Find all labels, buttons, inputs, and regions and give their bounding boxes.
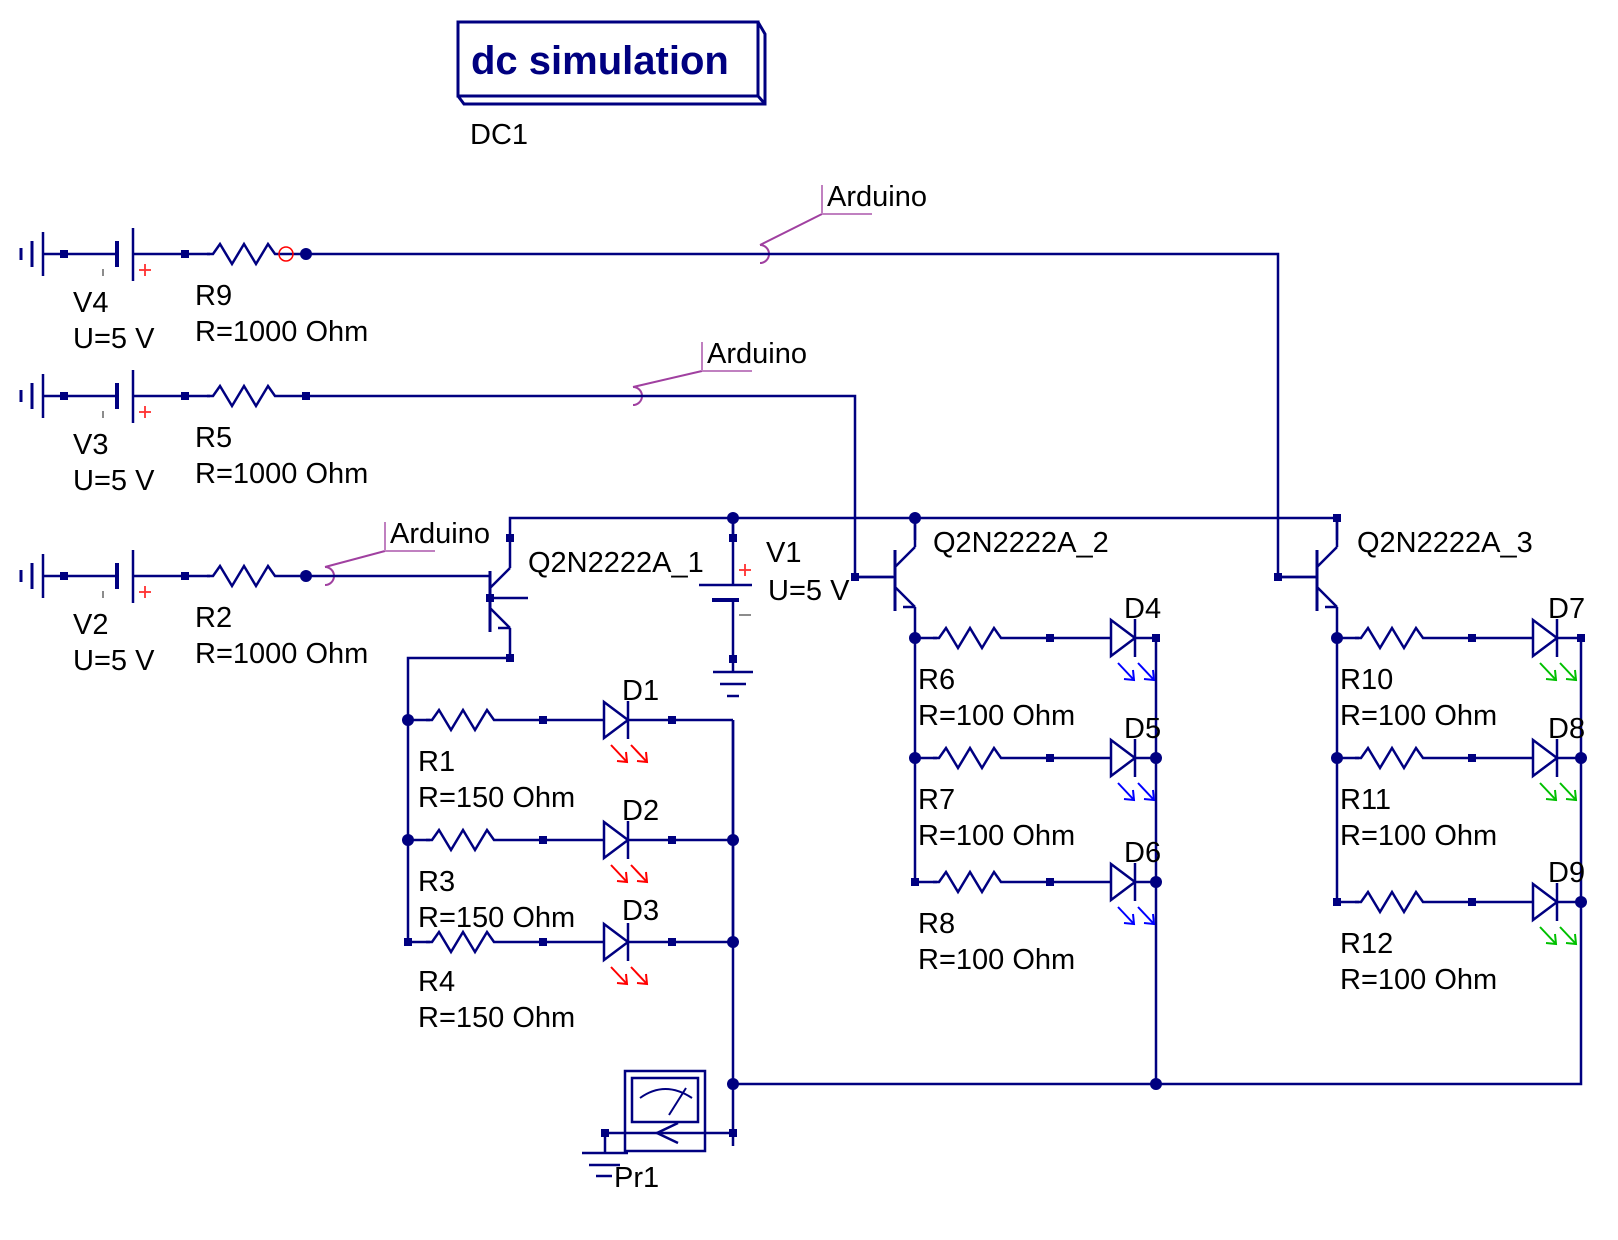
- wire-arduino-1: [306, 252, 1280, 577]
- transistor-name: Q2N2222A_1: [528, 547, 704, 579]
- resistor-name: R3: [418, 866, 455, 898]
- source-v1[interactable]: V1 U=5 V: [699, 518, 850, 698]
- supply-rail: [508, 516, 1337, 539]
- led-branch[interactable]: R1R=150 Ohm D1: [402, 675, 733, 814]
- led-icon: [602, 921, 649, 986]
- led-icon: [1531, 881, 1578, 946]
- source-value: U=5 V: [73, 465, 155, 497]
- v1-value: U=5 V: [768, 575, 850, 607]
- transistor-name: Q2N2222A_3: [1357, 527, 1533, 559]
- diode-name: D3: [622, 895, 659, 927]
- net-label-text: Arduino: [707, 338, 807, 370]
- source-name: V2: [73, 609, 108, 641]
- resistor-name: R9: [195, 280, 232, 312]
- dc-simulation-label: dc simulation: [471, 39, 729, 83]
- transistor-q2[interactable]: Q2N2222A_2: [851, 518, 1109, 618]
- resistor-name: R10: [1340, 664, 1393, 696]
- resistor-name: R2: [195, 602, 232, 634]
- led-icon: [602, 699, 649, 764]
- resistor-name: R11: [1340, 784, 1391, 816]
- source-row-v2[interactable]: V2U=5 V R2R=1000 Ohm: [19, 550, 368, 677]
- resistor-value: R=100 Ohm: [918, 944, 1075, 976]
- source-value: U=5 V: [73, 323, 155, 355]
- source-value: U=5 V: [73, 645, 155, 677]
- led-branch[interactable]: R6R=100 Ohm D4: [909, 593, 1161, 732]
- led-icon: [602, 819, 649, 884]
- resistor-name: R12: [1340, 928, 1393, 960]
- net-label-text: Arduino: [390, 518, 490, 550]
- net-label-text: Arduino: [827, 181, 927, 213]
- resistor-value: R=100 Ohm: [1340, 964, 1497, 996]
- resistor-value: R=100 Ohm: [918, 820, 1075, 852]
- diode-name: D1: [622, 675, 659, 707]
- led-branch[interactable]: R7R=100 Ohm D5: [909, 713, 1162, 852]
- resistor-name: R6: [918, 664, 955, 696]
- diode-name: D9: [1548, 857, 1585, 889]
- resistor-value: R=1000 Ohm: [195, 316, 368, 348]
- resistor-name: R7: [918, 784, 955, 816]
- diode-name: D6: [1124, 837, 1161, 869]
- diode-name: D7: [1548, 593, 1585, 625]
- led-branch[interactable]: R3R=150 Ohm D2: [402, 795, 739, 934]
- resistor-value: R=150 Ohm: [418, 902, 575, 934]
- wire-arduino-3: [306, 574, 528, 600]
- ground-icon: [19, 554, 45, 598]
- led-icon: [1109, 737, 1156, 802]
- led-icon: [1109, 861, 1156, 926]
- transistor-q1[interactable]: Q2N2222A_1: [486, 539, 704, 662]
- net-label-arduino[interactable]: Arduino: [759, 181, 927, 264]
- dc-simulation-block[interactable]: dc simulation DC1: [456, 20, 767, 151]
- source-row-v4[interactable]: V4U=5 V R9R=1000 Ohm: [19, 228, 368, 355]
- resistor-value: R=100 Ohm: [1340, 700, 1497, 732]
- v1-name: V1: [766, 537, 801, 569]
- diode-name: D4: [1124, 593, 1161, 625]
- resistor-name: R4: [418, 966, 455, 998]
- diode-name: D2: [622, 795, 659, 827]
- led-icon: [1531, 737, 1578, 802]
- led-branch[interactable]: R8R=100 Ohm D6: [911, 837, 1162, 976]
- resistor-value: R=1000 Ohm: [195, 638, 368, 670]
- net-label-arduino[interactable]: Arduino: [324, 518, 490, 586]
- ground-icon: [19, 232, 45, 276]
- diode-name: D5: [1124, 713, 1161, 745]
- source-row-v3[interactable]: V3U=5 V R5R=1000 Ohm: [19, 370, 368, 497]
- probe-name: Pr1: [614, 1162, 659, 1194]
- probe-pr1[interactable]: Pr1: [582, 1069, 737, 1194]
- resistor-value: R=150 Ohm: [418, 782, 575, 814]
- source-name: V4: [73, 287, 108, 319]
- transistor-name: Q2N2222A_2: [933, 527, 1109, 559]
- led-icon: [1531, 617, 1578, 682]
- ground-icon: [19, 374, 45, 418]
- wire-arduino-2: [306, 394, 857, 577]
- source-name: V3: [73, 429, 108, 461]
- resistor-name: R1: [418, 746, 455, 778]
- resistor-value: R=100 Ohm: [1340, 820, 1497, 852]
- led-icon: [1109, 617, 1156, 682]
- resistor-value: R=150 Ohm: [418, 1002, 575, 1034]
- resistor-value: R=1000 Ohm: [195, 458, 368, 490]
- resistor-name: R8: [918, 908, 955, 940]
- resistor-value: R=100 Ohm: [918, 700, 1075, 732]
- transistor-q3[interactable]: Q2N2222A_3: [1274, 518, 1533, 618]
- dc-simulation-name: DC1: [470, 119, 528, 151]
- net-label-arduino[interactable]: Arduino: [632, 338, 807, 406]
- diode-name: D8: [1548, 713, 1585, 745]
- resistor-name: R5: [195, 422, 232, 454]
